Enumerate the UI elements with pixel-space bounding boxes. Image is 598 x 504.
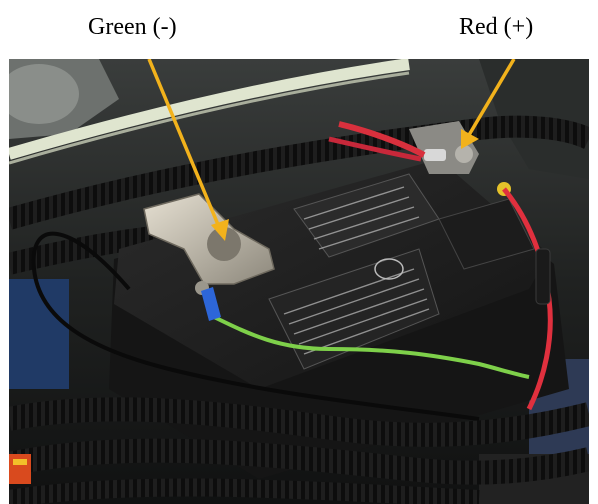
red-wire-top — [338, 121, 426, 158]
arrow-green-negative — [147, 59, 229, 241]
connector-bottom-left-stripe — [13, 459, 27, 465]
positive-terminal-bolt — [455, 145, 473, 163]
green-wire — [213, 315, 530, 379]
battery-cap-right — [438, 198, 535, 270]
label-green-negative: Green (-) — [88, 14, 177, 40]
red-wire-top-2 — [328, 136, 422, 162]
battery-recycle-symbol — [374, 258, 404, 280]
engine-component-highlight — [9, 64, 79, 124]
white-hose-shadow — [9, 71, 410, 165]
label-red-positive: Red (+) — [459, 14, 534, 40]
wire-loom-bottom-2 — [9, 478, 480, 504]
negative-terminal-post — [207, 227, 241, 261]
battery-label-text — [283, 186, 430, 355]
battery-top — [114, 159, 549, 389]
blue-connector — [201, 287, 221, 321]
battery-photo — [9, 59, 589, 504]
black-wire-loop — [31, 231, 480, 421]
arrow-red-positive — [461, 59, 516, 149]
connector-bottom-left — [9, 454, 31, 484]
white-hose — [9, 59, 410, 160]
wire-loom-lower — [9, 397, 589, 447]
wire-loom-upper — [9, 115, 589, 230]
inline-fuse-holder — [535, 248, 551, 305]
wire-loom-bottom — [9, 438, 589, 485]
positive-fuse — [424, 149, 446, 161]
blue-component-left — [9, 279, 69, 389]
